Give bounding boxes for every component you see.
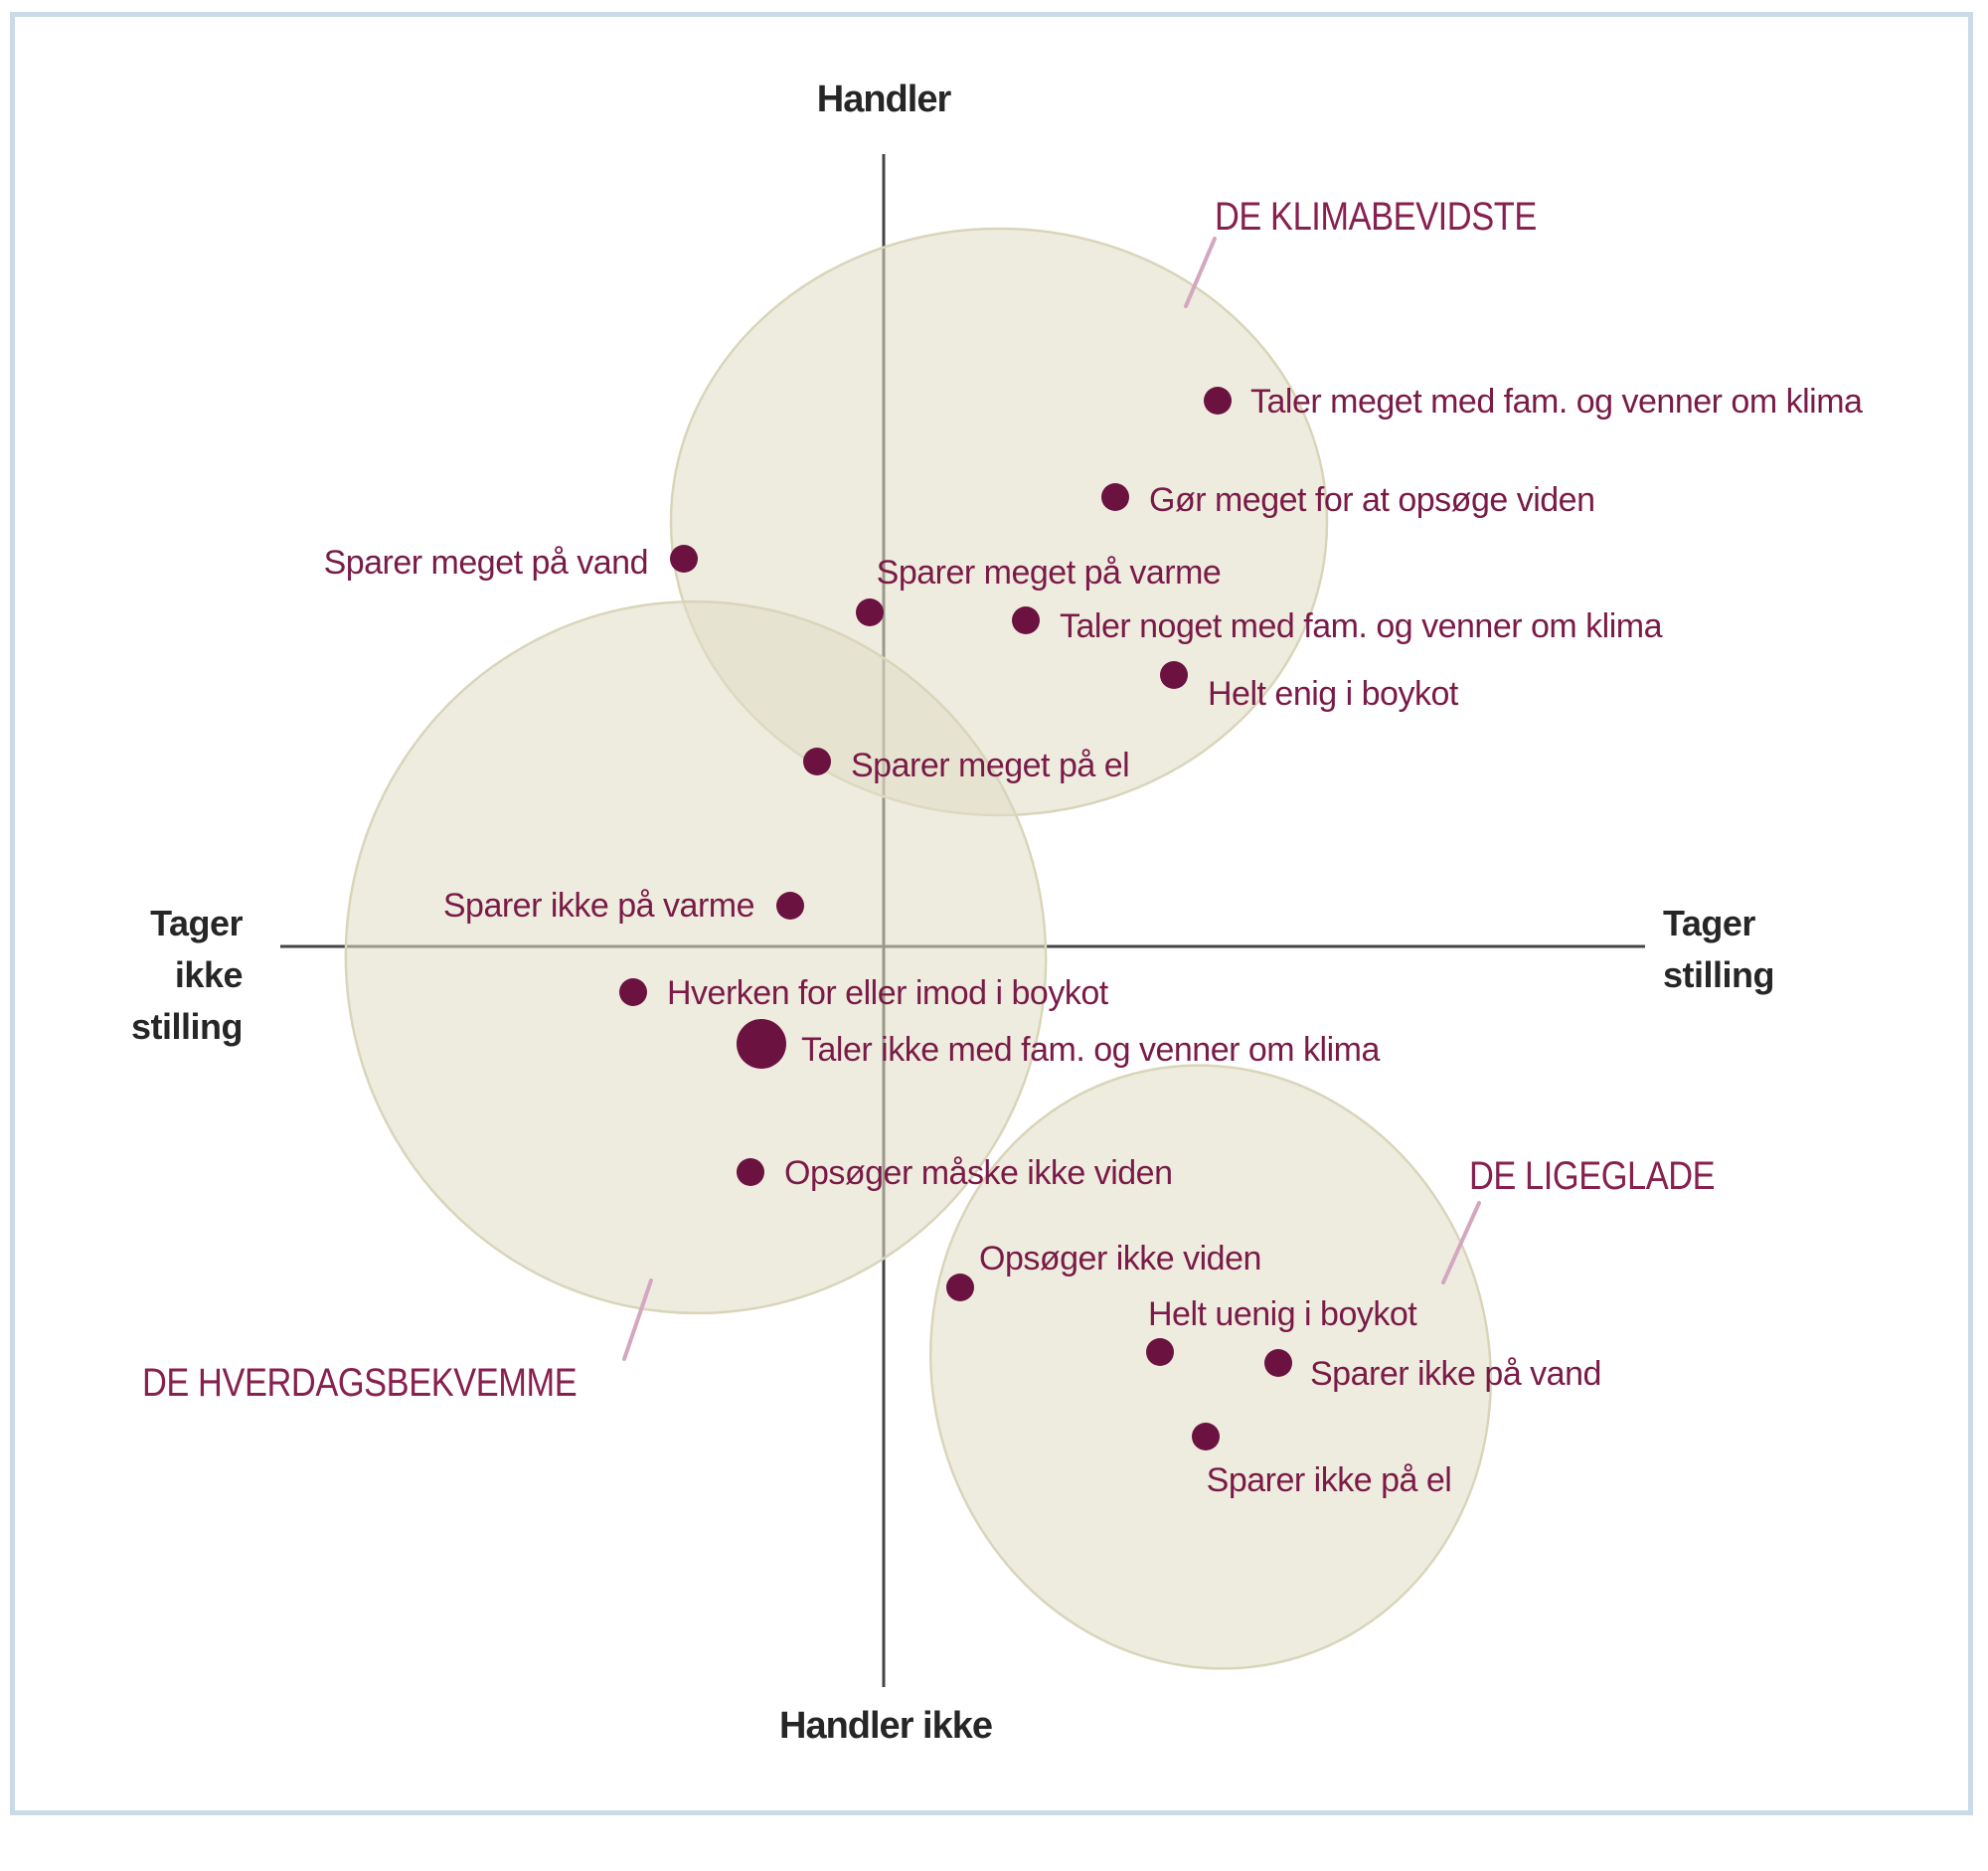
data-point-dot-2 xyxy=(670,545,698,573)
data-point-dot-12 xyxy=(1146,1338,1174,1366)
data-point-dot-6 xyxy=(803,748,831,775)
data-point-dot-11 xyxy=(946,1274,974,1301)
cluster-connector-0 xyxy=(1184,237,1217,308)
data-point-dot-10 xyxy=(737,1158,764,1186)
cluster-connector-1 xyxy=(622,1278,653,1361)
data-point-dot-1 xyxy=(1101,483,1129,511)
data-point-dot-3 xyxy=(856,598,884,626)
cluster-ellipse-2 xyxy=(929,1064,1492,1670)
data-point-dot-13 xyxy=(1264,1349,1292,1377)
data-point-dot-14 xyxy=(1192,1423,1220,1450)
cluster-connector-2 xyxy=(1441,1201,1481,1284)
data-point-dot-7 xyxy=(776,892,804,920)
data-point-dot-5 xyxy=(1160,661,1188,689)
data-point-dot-9 xyxy=(737,1019,786,1069)
cluster-ellipse-1 xyxy=(344,599,1048,1315)
data-point-dot-0 xyxy=(1204,387,1232,415)
data-point-dot-4 xyxy=(1012,606,1040,634)
data-point-dot-8 xyxy=(619,978,647,1006)
